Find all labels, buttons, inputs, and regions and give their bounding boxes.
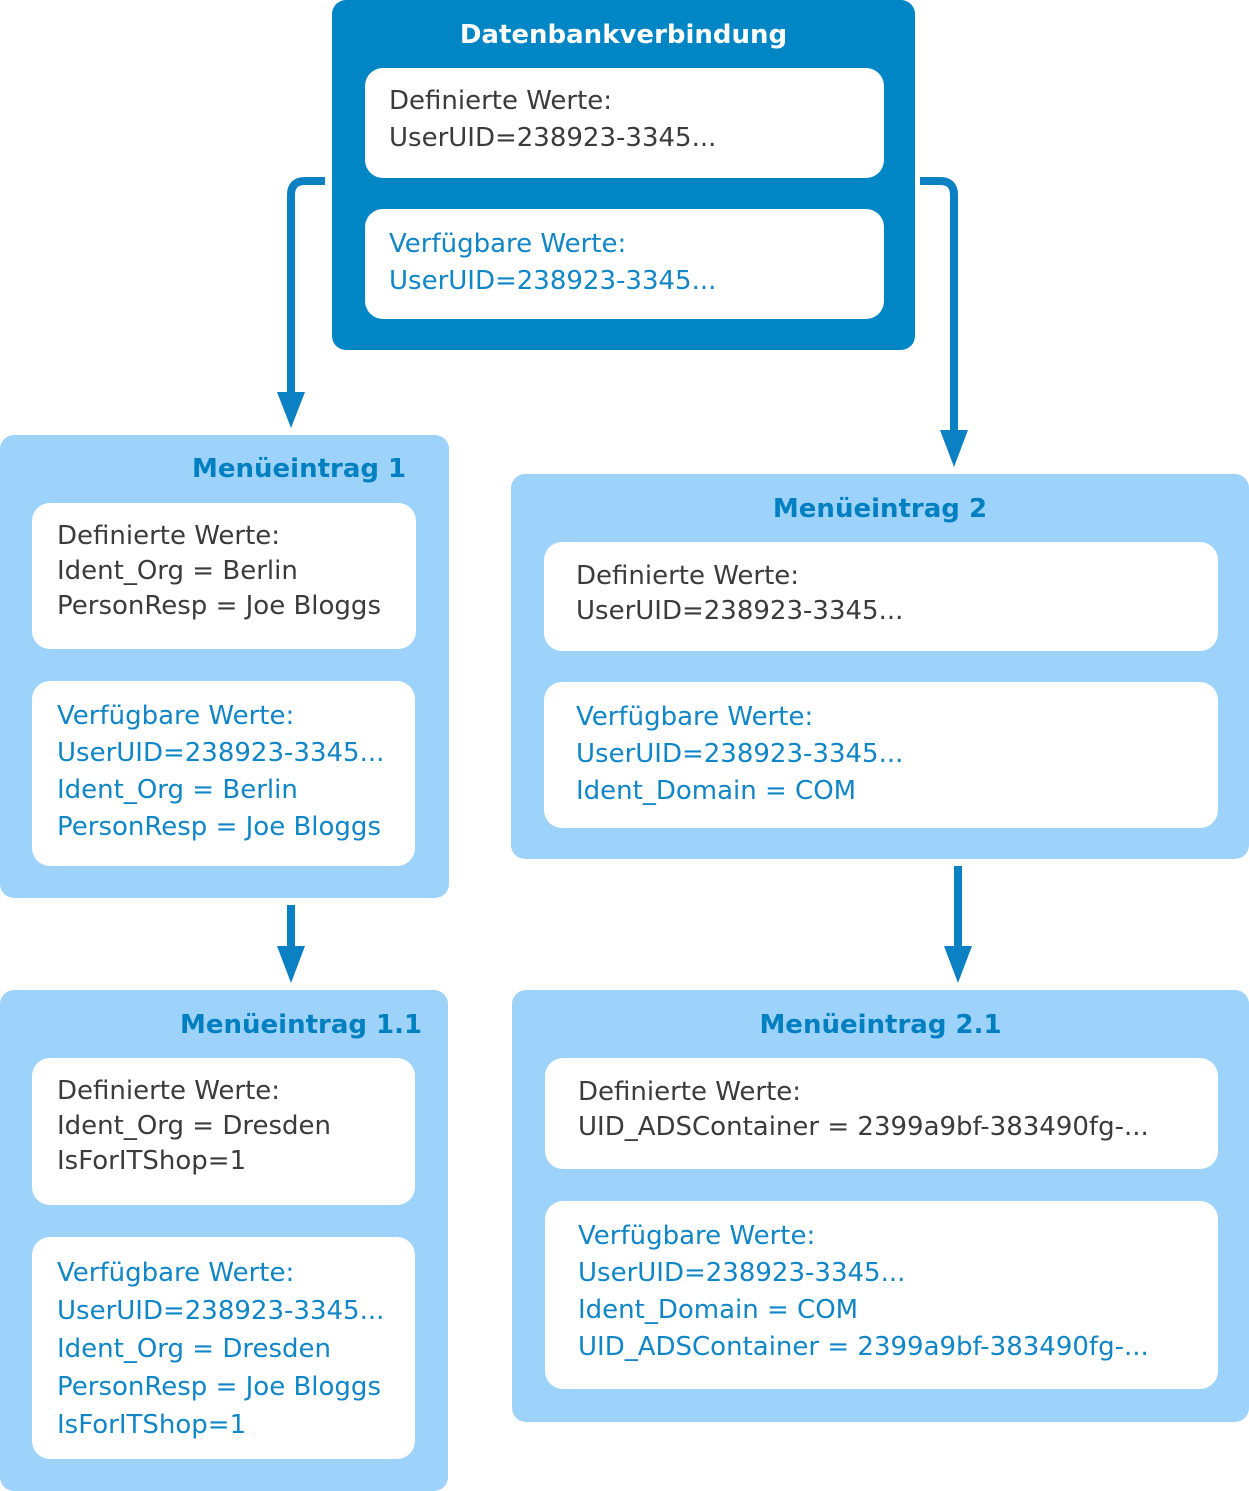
menu1-available-line: PersonResp = Joe Bloggs	[57, 812, 381, 842]
menu1-defined-line: PersonResp = Joe Bloggs	[57, 591, 381, 621]
datenbank-available-line: UserUID=238923-3345...	[389, 266, 717, 296]
menu21-defined-line: Definierte Werte:	[578, 1077, 802, 1107]
menu1-available-line: UserUID=238923-3345...	[57, 738, 385, 768]
menu1-panel: Menüeintrag 1 Definierte Werte: Ident_Or…	[0, 435, 449, 898]
datenbank-defined-line: UserUID=238923-3345...	[389, 123, 717, 153]
menu21-title: Menüeintrag 2.1	[759, 1010, 1002, 1040]
datenbank-available-card: Verfügbare Werte: UserUID=238923-3345...	[365, 209, 884, 319]
menu1-defined-line: Ident_Org = Berlin	[57, 556, 298, 586]
menu21-available-line: Verfügbare Werte:	[578, 1221, 816, 1251]
menu21-panel: Menüeintrag 2.1 Definierte Werte: UID_AD…	[512, 990, 1249, 1422]
menu11-available-line: UserUID=238923-3345...	[57, 1296, 385, 1326]
arrowhead-menu2	[940, 430, 968, 467]
menu1-available-line: Ident_Org = Berlin	[57, 775, 298, 805]
datenbank-title: Datenbankverbindung	[459, 20, 788, 50]
menu1-defined-line: Definierte Werte:	[57, 521, 281, 551]
menu21-available-line: UID_ADSContainer = 2399a9bf-383490fg-...	[578, 1332, 1149, 1362]
menu1-defined-card: Definierte Werte: Ident_Org = Berlin Per…	[32, 503, 416, 649]
menu11-defined-line: Ident_Org = Dresden	[57, 1111, 332, 1141]
arrowhead-menu1	[277, 392, 305, 428]
menu21-available-line: UserUID=238923-3345...	[578, 1258, 906, 1288]
menu1-title: Menüeintrag 1	[192, 454, 407, 484]
menu21-defined-card: Definierte Werte: UID_ADSContainer = 239…	[545, 1058, 1218, 1169]
arrow-datenbank-to-menu2	[920, 177, 958, 436]
arrowhead-menu21	[944, 946, 972, 983]
menu2-defined-line: UserUID=238923-3345...	[576, 596, 904, 626]
datenbank-defined-line: Definierte Werte:	[389, 86, 613, 116]
menu21-available-card: Verfügbare Werte: UserUID=238923-3345...…	[545, 1201, 1218, 1389]
menu2-available-line: Verfügbare Werte:	[576, 702, 814, 732]
menu2-available-line: Ident_Domain = COM	[576, 776, 857, 806]
menu11-available-card: Verfügbare Werte: UserUID=238923-3345...…	[32, 1237, 415, 1459]
arrowhead-menu11	[277, 946, 305, 983]
datenbank-defined-card: Definierte Werte: UserUID=238923-3345...	[365, 68, 884, 178]
menu11-defined-card: Definierte Werte: Ident_Org = Dresden Is…	[32, 1058, 415, 1205]
datenbank-panel: Datenbankverbindung Definierte Werte: Us…	[332, 0, 915, 350]
menu11-available-line: Ident_Org = Dresden	[57, 1334, 332, 1364]
menu11-panel: Menüeintrag 1.1 Definierte Werte: Ident_…	[0, 990, 448, 1491]
menu2-title: Menüeintrag 2	[772, 494, 988, 524]
menu11-available-line: Verfügbare Werte:	[57, 1258, 295, 1288]
menu1-available-card: Verfügbare Werte: UserUID=238923-3345...…	[32, 681, 415, 866]
menu21-available-line: Ident_Domain = COM	[578, 1295, 859, 1325]
menu2-defined-line: Definierte Werte:	[576, 561, 800, 591]
menu11-title: Menüeintrag 1.1	[180, 1010, 423, 1040]
menu2-available-line: UserUID=238923-3345...	[576, 739, 904, 769]
arrow-datenbank-to-menu1	[287, 177, 325, 398]
menu2-defined-card: Definierte Werte: UserUID=238923-3345...	[544, 542, 1218, 651]
menu21-defined-line: UID_ADSContainer = 2399a9bf-383490fg-...	[578, 1112, 1149, 1142]
menu11-available-line: IsForITShop=1	[57, 1410, 247, 1440]
menu2-panel: Menüeintrag 2 Definierte Werte: UserUID=…	[511, 474, 1249, 859]
menu1-available-line: Verfügbare Werte:	[57, 701, 295, 731]
menu11-defined-line: Definierte Werte:	[57, 1076, 281, 1106]
datenbank-available-line: Verfügbare Werte:	[389, 229, 627, 259]
menu11-defined-line: IsForITShop=1	[57, 1146, 247, 1176]
menu11-available-line: PersonResp = Joe Bloggs	[57, 1372, 381, 1402]
menu2-available-card: Verfügbare Werte: UserUID=238923-3345...…	[544, 682, 1218, 828]
